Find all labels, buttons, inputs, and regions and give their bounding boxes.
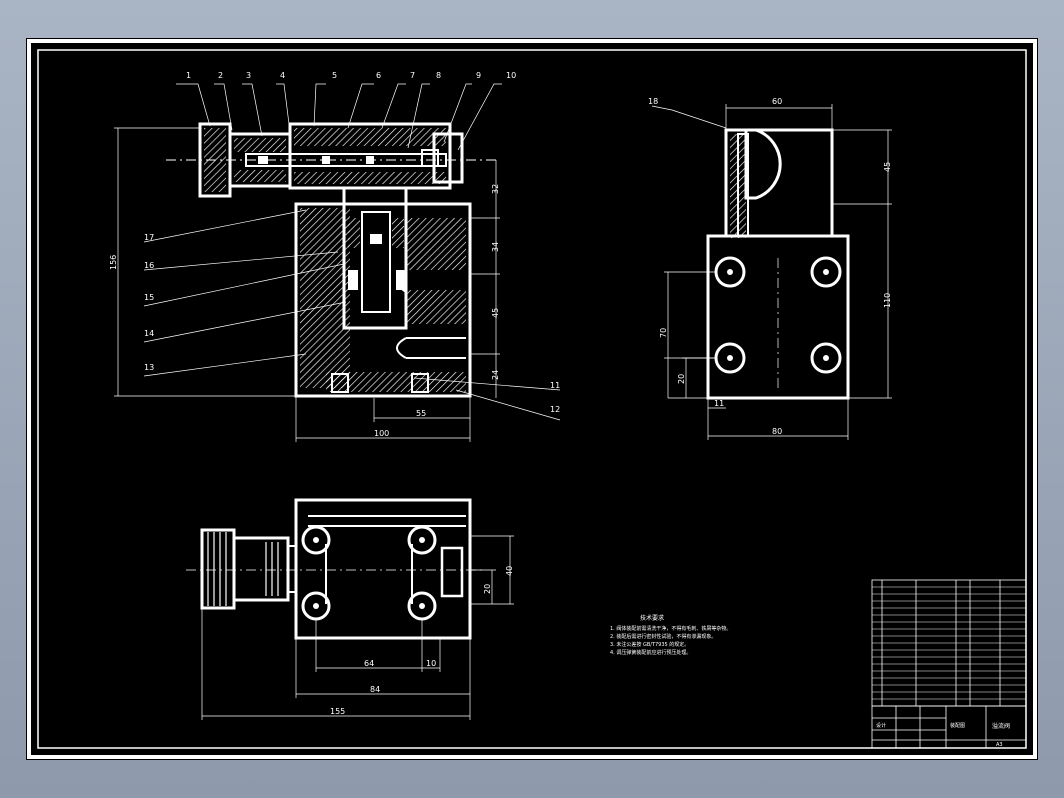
balloon-16: 16 xyxy=(144,261,154,270)
balloon-12: 12 xyxy=(550,405,560,414)
balloon-15: 15 xyxy=(144,293,154,302)
dim-24: 24 xyxy=(491,370,500,380)
balloon-3: 3 xyxy=(246,71,251,80)
dim-110: 110 xyxy=(883,293,892,308)
dim-34: 34 xyxy=(491,242,500,252)
balloon-4: 4 xyxy=(280,71,285,80)
dim-84: 84 xyxy=(370,685,380,694)
dim-40: 40 xyxy=(505,566,514,576)
frame-outer xyxy=(27,39,1037,759)
front-section-view xyxy=(114,83,561,442)
balloon-6: 6 xyxy=(376,71,381,80)
balloon-18: 18 xyxy=(648,97,658,106)
balloon-8: 8 xyxy=(436,71,441,80)
note-line-3: 3. 未注公差按 GB/T7935 的规定。 xyxy=(610,641,689,648)
balloon-11: 11 xyxy=(550,381,560,390)
drawing-viewport[interactable]: 1 2 3 4 5 6 7 8 9 10 17 16 15 14 13 11 1… xyxy=(26,38,1038,760)
title-drawing-name: 溢流阀 xyxy=(992,722,1010,730)
dim-11: 11 xyxy=(714,399,724,408)
balloon-17: 17 xyxy=(144,233,154,242)
balloon-14: 14 xyxy=(144,329,154,338)
dim-60: 60 xyxy=(772,97,782,106)
top-view: 40 20 64 10 84 155 xyxy=(186,498,514,720)
note-line-4: 4. 调压弹簧装配前应进行预压处理。 xyxy=(610,649,691,656)
dim-10: 10 xyxy=(426,659,436,668)
parts-rows xyxy=(872,586,1026,700)
title-designer: 设计 xyxy=(876,722,886,729)
title-block xyxy=(871,705,1027,749)
note-line-2: 2. 装配后需进行密封性试验，不得有渗漏现象。 xyxy=(610,633,716,640)
balloon-group-top: 1 2 3 4 5 6 7 8 9 10 xyxy=(186,71,516,80)
frame-inner xyxy=(37,49,1027,749)
balloon-group-left: 17 16 15 14 13 xyxy=(144,233,154,372)
dim-80: 80 xyxy=(772,427,782,436)
dim-156: 156 xyxy=(109,255,118,270)
technical-notes: 技术要求 1. 阀体装配前需清洗干净，不得有毛刺、铁屑等杂物。 2. 装配后需进… xyxy=(610,614,731,656)
balloon-7: 7 xyxy=(410,71,415,80)
dim-70: 70 xyxy=(659,328,668,338)
balloon-2: 2 xyxy=(218,71,223,80)
dim-32: 32 xyxy=(491,184,500,194)
dim-64: 64 xyxy=(364,659,374,668)
notes-title: 技术要求 xyxy=(640,614,664,622)
title-company: 装配图 xyxy=(950,722,965,729)
dim-155: 155 xyxy=(330,707,345,716)
dim-55: 55 xyxy=(416,409,426,418)
balloon-10: 10 xyxy=(506,71,516,80)
balloon-13: 13 xyxy=(144,363,154,372)
title-scale: A3 xyxy=(996,742,1003,748)
balloon-group-right: 11 12 xyxy=(550,381,560,414)
front-dimensions: 156 32 34 45 24 55 100 xyxy=(109,184,500,438)
dim-100: 100 xyxy=(374,429,389,438)
dim-20: 20 xyxy=(677,374,686,384)
cad-drawing: 1 2 3 4 5 6 7 8 9 10 17 16 15 14 13 11 1… xyxy=(27,39,1037,759)
balloon-1: 1 xyxy=(186,71,191,80)
dim-45b: 45 xyxy=(883,162,892,172)
note-line-1: 1. 阀体装配前需清洗干净，不得有毛刺、铁屑等杂物。 xyxy=(610,625,731,632)
side-view: 18 60 45 110 70 20 11 80 xyxy=(648,97,892,440)
dim-45: 45 xyxy=(491,308,500,318)
balloon-9: 9 xyxy=(476,71,481,80)
dim-20b: 20 xyxy=(483,584,492,594)
balloon-5: 5 xyxy=(332,71,337,80)
